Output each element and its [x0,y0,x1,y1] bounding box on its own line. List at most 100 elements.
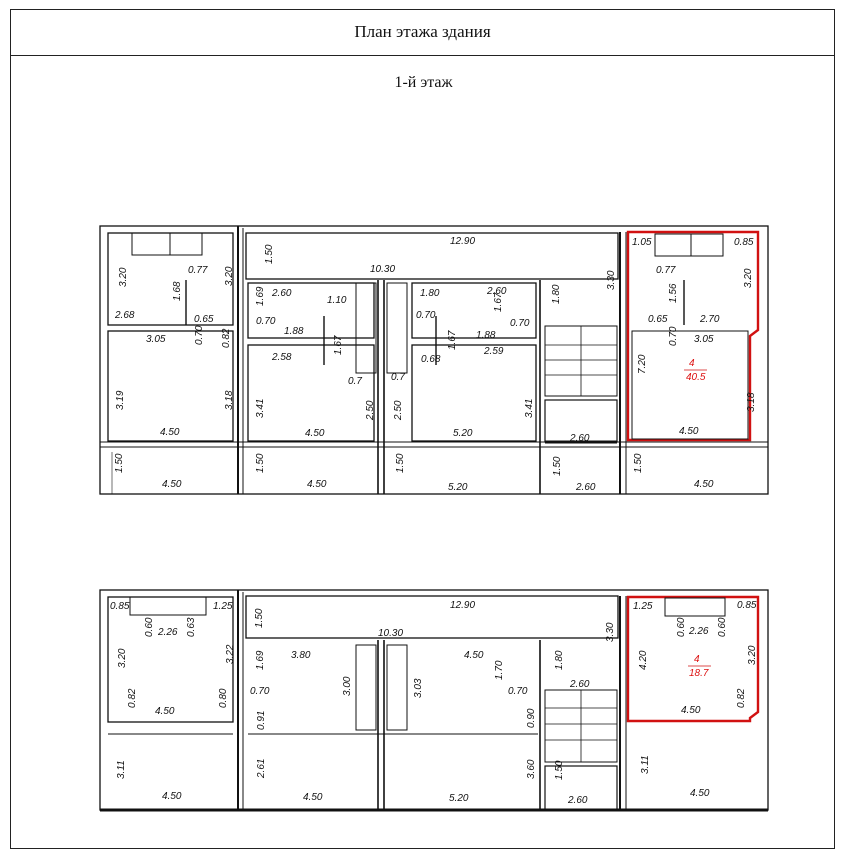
plan-2-dimensions: 0.85 1.25 12.90 1.50 10.30 3.30 0.60 2.2… [110,600,758,806]
dimension-label: 3.18 [746,392,757,412]
dimension-label: 3.30 [606,270,617,290]
dimension-label: 1.10 [327,295,347,306]
dimension-label: 2.26 [157,627,178,638]
dimension-label: 1.50 [554,760,565,780]
dimension-label: 1.50 [264,244,275,264]
highlight-unit-2 [626,595,760,723]
dimension-label: 3.60 [526,759,537,779]
dimension-label: 3.80 [291,650,311,661]
dimension-label: 1.50 [254,608,265,628]
dimension-label: 1.68 [172,281,183,301]
unit-area-1: 40.5 [686,372,706,383]
dimension-label: 4.50 [160,427,180,438]
dimension-label: 0.63 [186,617,197,637]
dimension-label: 0.80 [218,688,229,708]
dimension-label: 2.60 [569,679,590,690]
highlight-unit-1 [626,230,760,442]
dimension-label: 0.70 [416,310,436,321]
dimension-label: 4.50 [694,479,714,490]
dimension-label: 0.70 [668,326,679,346]
dimension-label: 10.30 [370,264,395,275]
dimension-label: 3.11 [116,760,127,779]
unit-number-2: 4 [694,654,700,665]
dimension-label: 0.85 [110,601,130,612]
dimension-label: 1.56 [668,283,679,303]
dimension-label: 1.69 [255,286,266,306]
dimension-label: 4.50 [305,428,325,439]
dimension-label: 0.90 [526,708,537,728]
dimension-label: 1.50 [114,453,125,473]
dimension-label: 3.03 [413,678,424,698]
dimension-label: 3.20 [743,268,754,288]
dimension-label: 0.60 [144,617,155,637]
dimension-label: 3.20 [747,645,758,665]
dimension-label: 0.82 [221,328,232,348]
dimension-label: 4.50 [155,706,175,717]
dimension-label: 2.26 [688,626,709,637]
dimension-label: 1.50 [552,456,563,476]
dimension-label: 4.50 [681,705,701,716]
dimension-label: 3.30 [605,622,616,642]
dimension-label: 1.88 [284,326,304,337]
dimension-label: 1.67 [493,292,504,312]
dimension-label: 4.50 [690,788,710,799]
dimension-label: 5.20 [453,428,473,439]
dimension-label: 7.20 [637,354,648,374]
dimension-label: 1.67 [333,335,344,355]
dimension-label: 4.50 [162,479,182,490]
dimension-label: 0.7 [391,372,405,383]
dimension-label: 0.60 [676,617,687,637]
dimension-label: 3.20 [117,648,128,668]
dimension-label: 2.59 [483,346,504,357]
dimension-label: 0.68 [421,354,441,365]
floor-plan-2 [99,589,769,812]
dimension-label: 0.91 [256,711,267,730]
dimension-label: 0.70 [194,325,205,345]
dimension-label: 5.20 [448,482,468,493]
dimension-label: 2.50 [393,400,404,421]
dimension-label: 4.50 [307,479,327,490]
dimension-label: 1.69 [255,650,266,670]
dimension-label: 3.20 [118,267,129,287]
dimension-label: 0.77 [656,265,676,276]
dimension-label: 4.20 [638,650,649,670]
dimension-label: 3.05 [694,334,714,345]
dimension-label: 2.61 [256,759,267,779]
dimension-label: 1.50 [395,453,406,473]
dimension-label: 3.22 [225,644,236,664]
dimension-label: 3.18 [224,390,235,410]
dimension-label: 1.88 [476,330,496,341]
dimension-label: 12.90 [450,600,475,611]
dimension-label: 0.85 [737,600,757,611]
dimension-label: 1.67 [447,330,458,350]
dimension-label: 3.05 [146,334,166,345]
dimension-label: 3.11 [640,755,651,774]
floor-label: 1-й этаж [394,74,453,91]
dimension-label: 10.30 [378,628,403,639]
dimension-label: 0.65 [648,314,668,325]
dimension-label: 2.70 [699,314,720,325]
dimension-label: 0.85 [734,237,754,248]
dimension-label: 2.60 [575,482,596,493]
dimension-label: 1.05 [632,237,652,248]
dimension-label: 0.70 [250,686,270,697]
dimension-label: 0.60 [717,617,728,637]
dimension-label: 1.80 [551,284,562,304]
dimension-label: 1.50 [255,453,266,473]
dimension-label: 0.77 [188,265,208,276]
dimension-label: 3.00 [342,676,353,696]
page-title: План этажа здания [10,9,835,56]
dimension-label: 0.82 [736,688,747,708]
dimension-label: 0.7 [348,376,362,387]
dimension-label: 1.25 [633,601,653,612]
dimension-label: 2.60 [569,433,590,444]
dimension-label: 4.50 [464,650,484,661]
dimension-label: 1.50 [633,453,644,473]
dimension-label: 2.58 [271,352,292,363]
dimension-label: 12.90 [450,236,475,247]
dimension-label: 2.60 [486,286,507,297]
floor-plan-1 [99,225,769,495]
dimension-label: 1.80 [420,288,440,299]
dimension-label: 5.20 [449,793,469,804]
